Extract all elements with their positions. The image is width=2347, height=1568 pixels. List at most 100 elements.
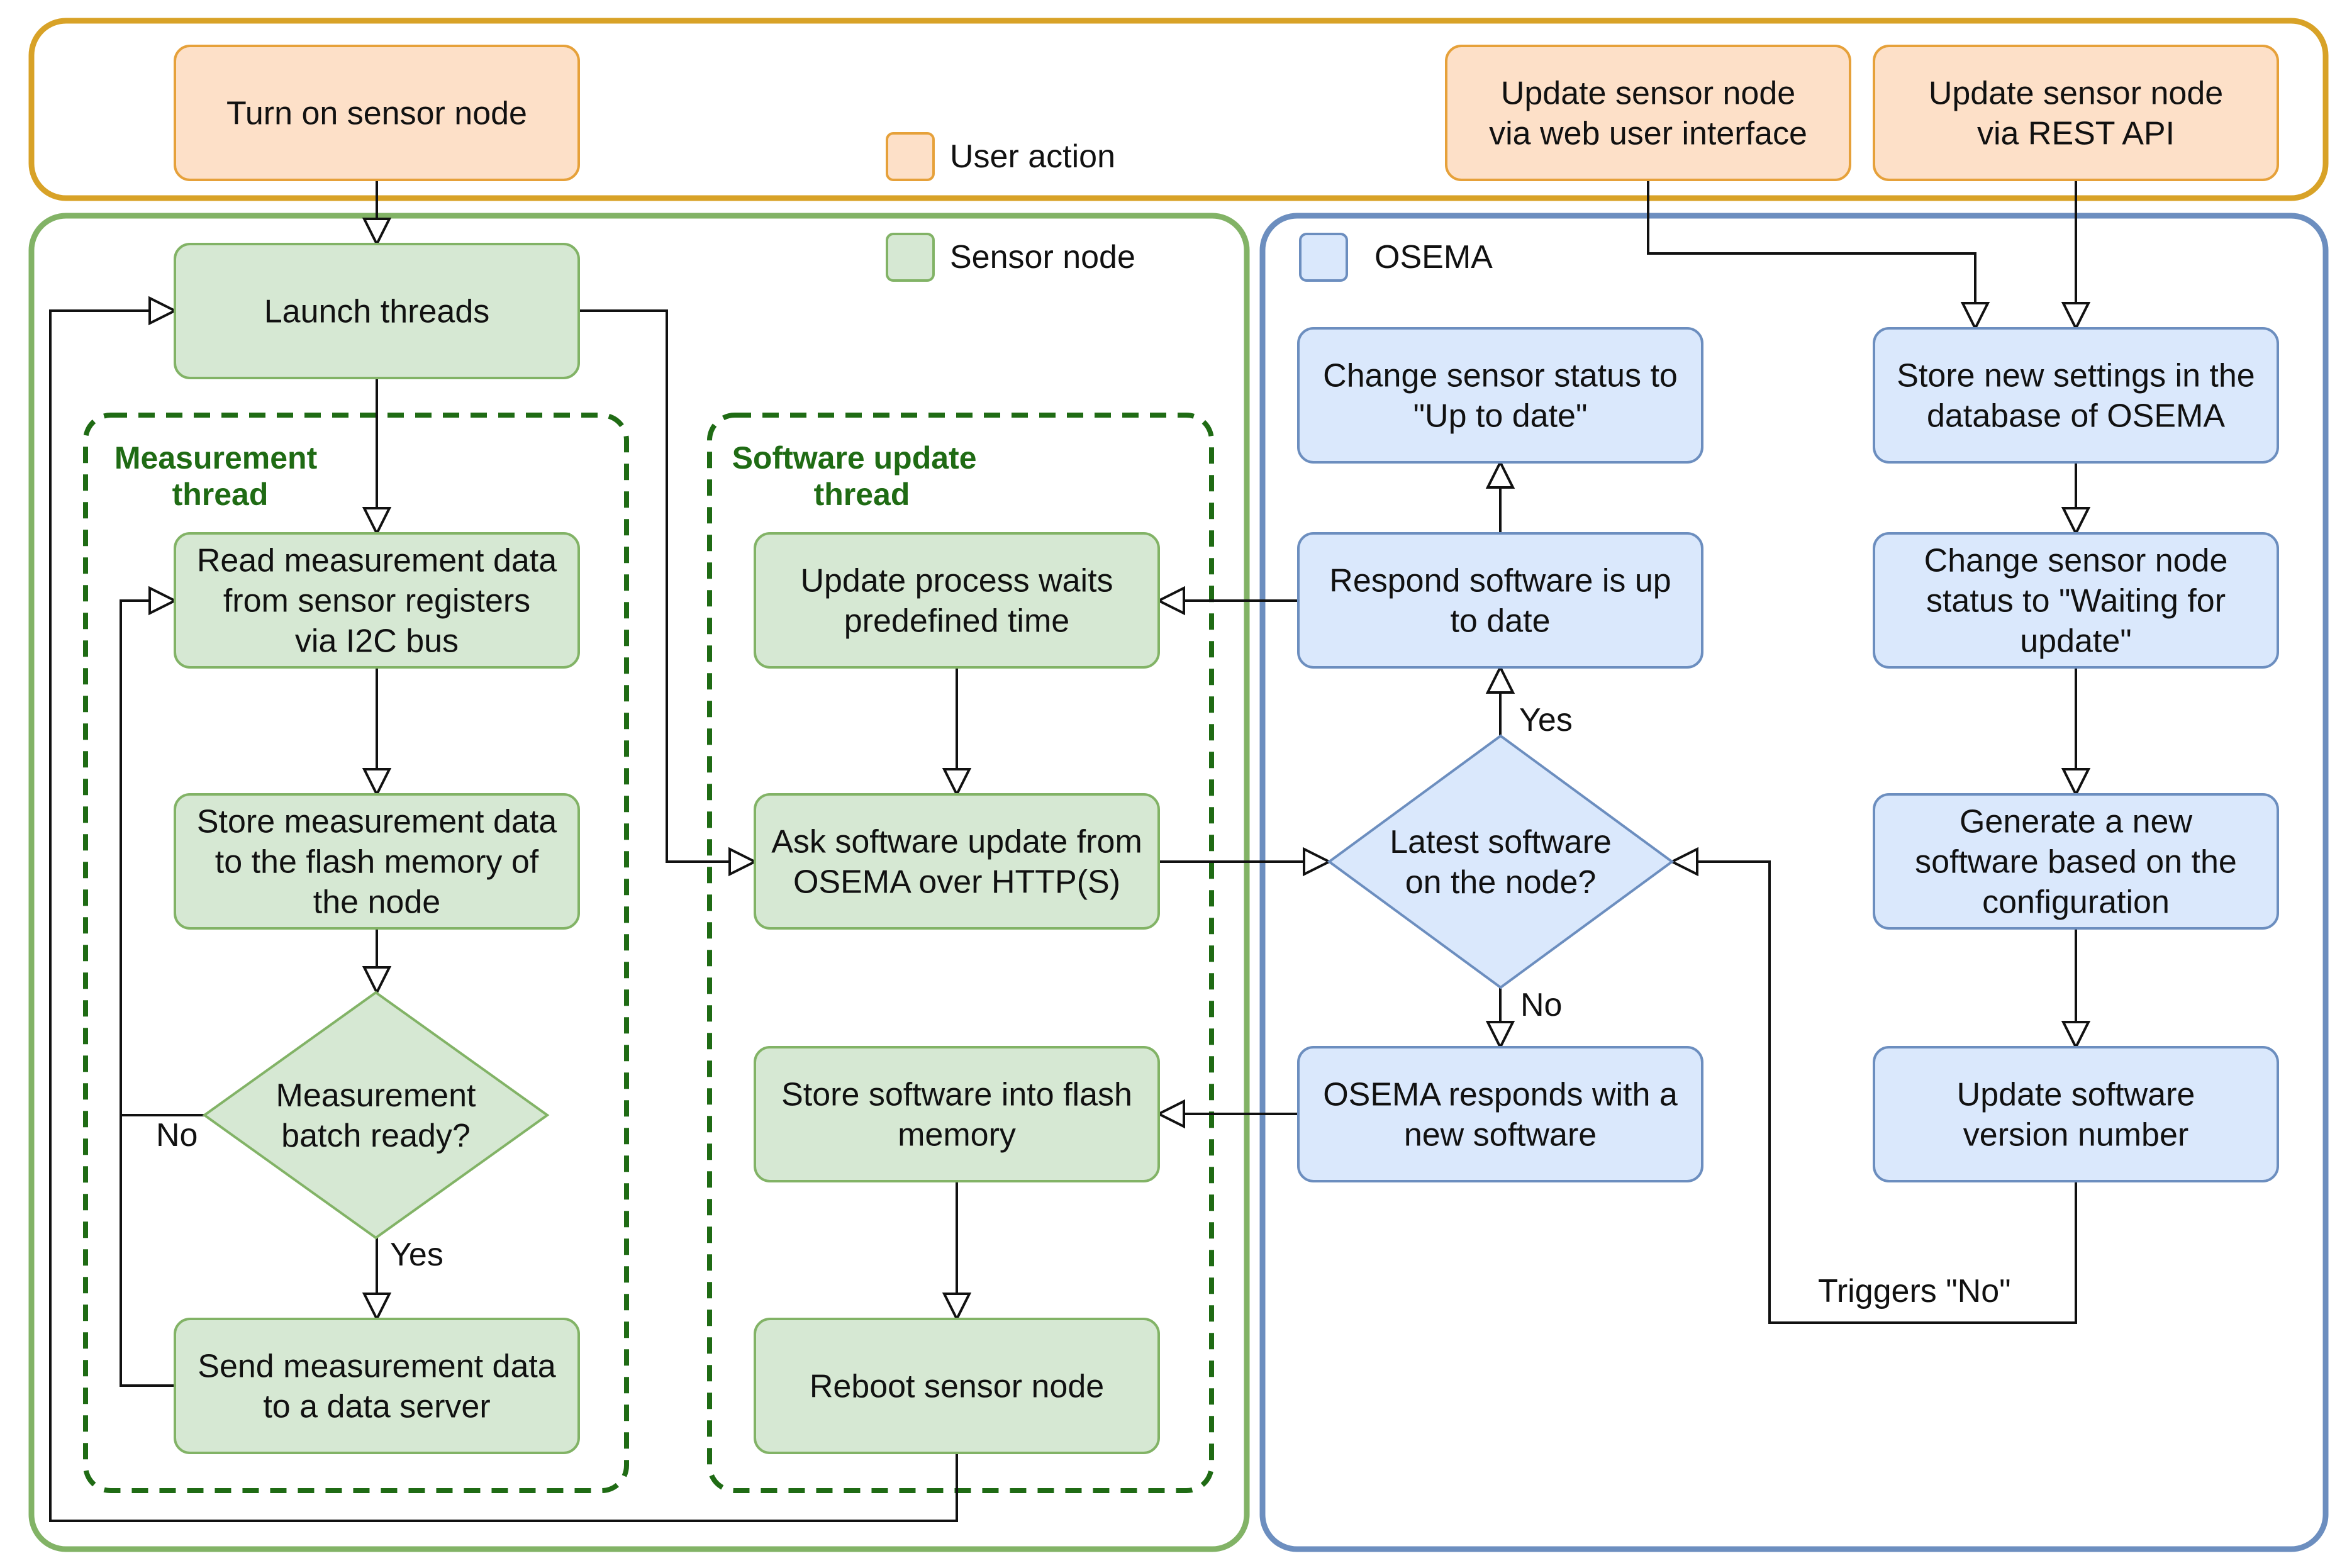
read-measurement-data-shape: [174, 532, 580, 669]
edge-launch-to-ask: [579, 309, 758, 877]
generate-new-software-shape: [1873, 793, 2279, 930]
reboot-sensor-node-label: Reboot sensor node: [810, 1369, 1104, 1405]
edge-store-sw-to-reboot: [942, 1181, 972, 1322]
launch-threads-label: Launch threads: [264, 294, 490, 330]
send-measurement-data-shape: [174, 1318, 580, 1454]
batch-no-label: No: [156, 1117, 198, 1154]
latest-yes-label: Yes: [1519, 702, 1573, 738]
store-new-settings-shape: [1873, 327, 2279, 464]
edge-latest-no-to-responds: [1485, 987, 1515, 1050]
launch-threads-shape: [174, 243, 580, 379]
edge-generate-to-version-arrowhead: [2061, 1021, 2091, 1050]
edge-batch-no-loop-arrowhead: [148, 586, 178, 616]
edge-respond-to-change: [1485, 459, 1515, 533]
respond-software-up-to-date-shape: [1297, 532, 1703, 669]
edge-responds-to-store-sw: [1156, 1099, 1298, 1129]
osema-frame: [1259, 213, 2329, 1552]
edge-responds-to-store-sw-arrowhead: [1156, 1099, 1185, 1129]
store-software-flash-shape: [754, 1046, 1160, 1182]
latest-no-label: No: [1520, 987, 1562, 1023]
measurement-batch-ready-shape: [202, 991, 550, 1240]
edge-launch-to-read: [362, 378, 392, 537]
change-status-up-to-date-label: Change sensor status to"Up to date": [1323, 358, 1678, 435]
edge-store-sw-to-reboot-arrowhead: [942, 1293, 972, 1322]
edge-respond-to-waits: [1156, 586, 1298, 616]
edge-ask-to-latest: [1159, 847, 1332, 877]
osema-legend-swatch: [1299, 233, 1348, 282]
edge-waiting-to-generate: [2061, 667, 2091, 798]
triggers-no-label: Triggers "No": [1818, 1273, 2011, 1309]
edge-version-triggers-no-line: [1672, 860, 2077, 1324]
edge-store-to-batch: [362, 928, 392, 996]
turn-on-sensor-node-shape: [174, 45, 580, 181]
user-action-legend-label: User action: [950, 138, 1115, 175]
launch-threads-node: Launch threads: [174, 243, 580, 379]
measurement-thread-frame: [83, 413, 629, 1493]
edge-batch-no-loop-line: [120, 599, 204, 1116]
edge-read-to-store-arrowhead: [362, 768, 392, 798]
update-via-web-ui-shape: [1445, 45, 1851, 181]
turn-on-sensor-node-node: Turn on sensor node: [174, 45, 580, 181]
edge-reboot-to-launch-line: [49, 309, 958, 1522]
edge-waiting-to-generate-arrowhead: [2061, 768, 2091, 798]
edge-store-to-batch-arrowhead: [362, 966, 392, 996]
edge-send-loop-line: [120, 1115, 175, 1387]
edge-settings-to-waiting-arrowhead: [2061, 507, 2091, 537]
edge-generate-to-version: [2061, 928, 2091, 1050]
edge-ask-to-latest-arrowhead: [1303, 847, 1332, 877]
edge-read-to-store: [362, 667, 392, 798]
sensor-node-legend-swatch: [886, 233, 935, 282]
measurement-thread-title: Measurement thread: [114, 440, 326, 512]
edge-latest-yes-to-respond: [1485, 664, 1515, 736]
osema-responds-new-software-shape: [1297, 1046, 1703, 1182]
edge-reboot-to-launch: [49, 296, 958, 1522]
edge-rest-to-store-settings: [2061, 180, 2091, 331]
edge-latest-yes-to-respond-arrowhead: [1485, 664, 1515, 694]
edge-respond-to-waits-arrowhead: [1156, 586, 1185, 616]
reboot-sensor-node-node: Reboot sensor node: [754, 1318, 1160, 1454]
batch-yes-label: Yes: [390, 1237, 443, 1273]
edge-batch-no-loop: [120, 586, 204, 1116]
ask-software-update-shape: [754, 793, 1160, 930]
edge-respond-to-change-arrowhead: [1485, 459, 1515, 489]
user-action-frame: [28, 18, 2329, 201]
reboot-sensor-node-shape: [754, 1318, 1160, 1454]
edge-reboot-to-launch-arrowhead: [148, 296, 178, 326]
latest-software-decision-shape: [1327, 734, 1675, 989]
update-via-rest-api-shape: [1873, 45, 2279, 181]
user-action-legend-swatch: [886, 132, 935, 181]
edge-launch-to-read-arrowhead: [362, 507, 392, 537]
edge-web-to-store-settings-arrowhead: [1960, 302, 1990, 331]
turn-on-sensor-node-label: Turn on sensor node: [226, 96, 527, 132]
update-process-waits-shape: [754, 532, 1160, 669]
edge-web-to-store-settings: [1647, 180, 1990, 331]
connector-layer: [49, 180, 2091, 1522]
edge-send-loop: [120, 1115, 175, 1387]
edge-web-to-store-settings-line: [1647, 180, 1976, 328]
change-status-waiting-shape: [1873, 532, 2279, 669]
store-measurement-data-shape: [174, 793, 580, 930]
